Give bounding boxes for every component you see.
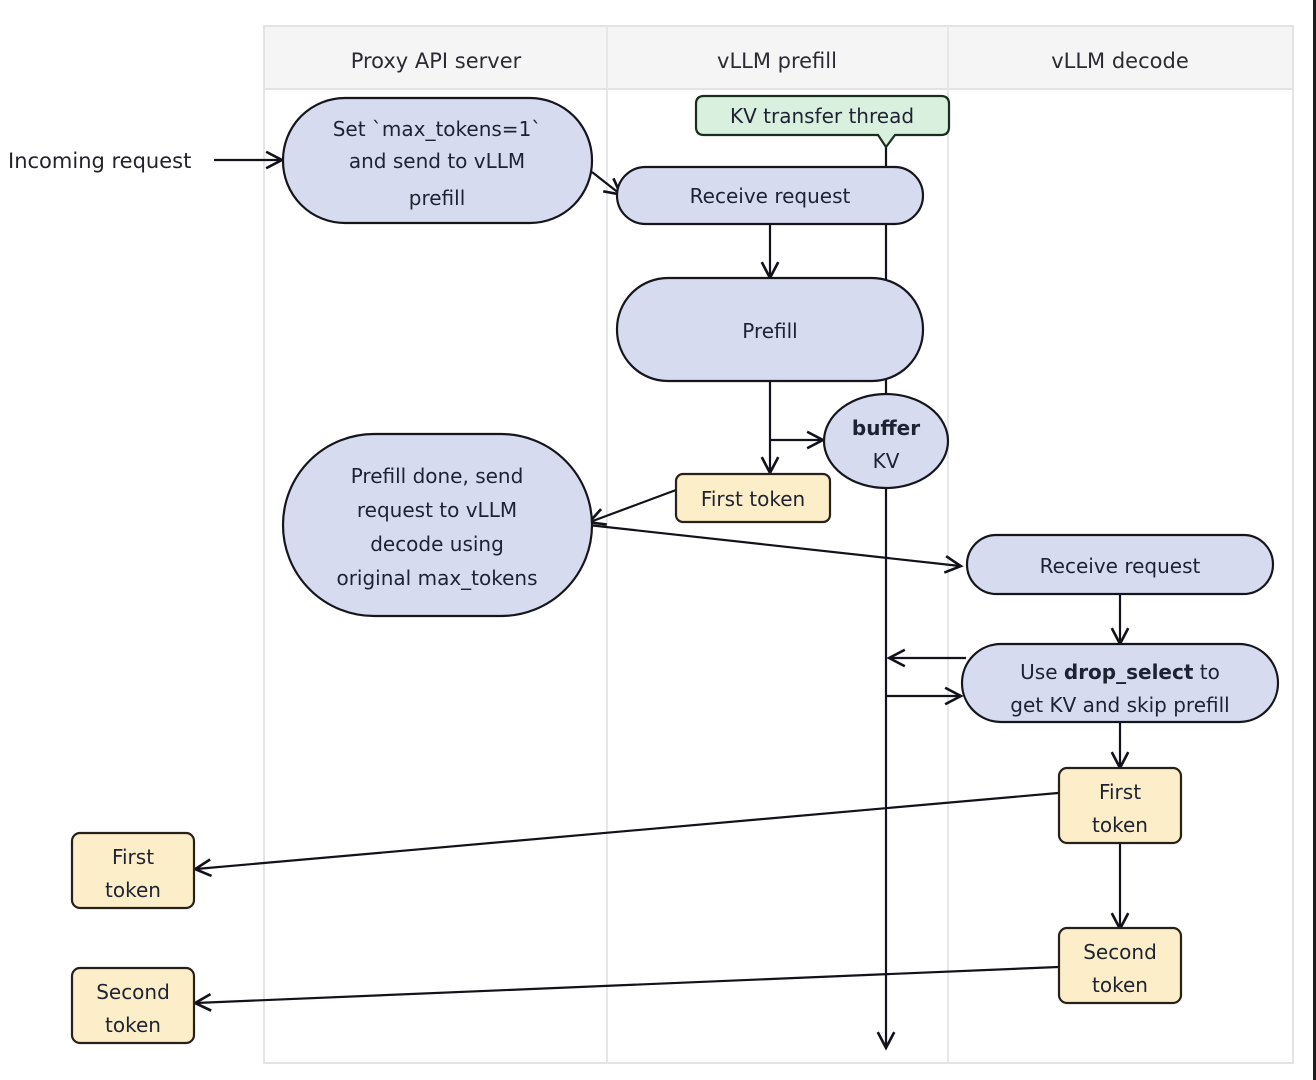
rich-seg: Use [1020,660,1064,684]
node-line: get KV and skip prefill [1010,693,1229,717]
rich-seg: to [1193,660,1219,684]
node-shape-stadium [615,276,925,383]
node-prefill-first-token[interactable]: First token [674,472,832,524]
node-shape-rect [70,966,196,1045]
node-line: decode using [370,532,504,556]
node-line: token [105,1013,161,1037]
node-shape-ellipse [822,392,950,490]
lane-header-decode: vLLM decode [1051,49,1189,73]
node-line: request to vLLM [357,498,517,522]
node-shape-rect [1057,766,1183,845]
node-line: First [1099,780,1141,804]
lane-title-proxy: Proxy API server [351,49,522,73]
node-out-second-token[interactable]: Second token [70,966,196,1045]
node-line: First [112,845,154,869]
node-line: original max_tokens [336,566,537,590]
node-shape-stadium [281,432,594,618]
node-line: token [1092,973,1148,997]
node-shape-rect [1057,926,1183,1005]
node-line: token [105,878,161,902]
edge-decode-second-token-to-output [196,965,1059,1003]
node-line: Prefill done, send [351,464,524,488]
node-line: Receive request [690,184,851,208]
node-prefill-receive-request[interactable]: Receive request [615,165,925,226]
node-shape-note [694,94,951,149]
node-line: First token [701,487,805,511]
node-prefill-prefill[interactable]: Prefill [615,276,925,383]
incoming-request-label: Incoming request [8,149,191,173]
lane-title-prefill: vLLM prefill [717,49,837,73]
edge-decode-first-token-to-output [196,791,1059,869]
node-shape-stadium [965,533,1275,596]
node-line: token [1092,813,1148,837]
node-line: prefill [409,186,466,210]
edge-prefill-first-token-to-proxy-done [590,488,677,522]
node-decode-drop-select[interactable]: Use drop_select to get KV and skip prefi… [960,642,1280,724]
node-shape-stadium [281,96,594,225]
node-decode-second-token[interactable]: Second token [1057,926,1183,1005]
node-buffer-kv[interactable]: buffer KV [822,392,950,490]
node-shape-rect [674,472,832,524]
node-line: KV [873,449,900,473]
node-line: Second [96,980,170,1004]
node-proxy-set-max-tokens[interactable]: Set `max_tokens=1` and send to vLLM pref… [281,96,594,225]
node-shape-rect [70,831,196,910]
node-line: Set `max_tokens=1` [333,117,542,141]
node-line: KV transfer thread [730,104,914,128]
lane-title-decode: vLLM decode [1051,49,1189,73]
node-shape-stadium [960,642,1280,724]
node-decode-receive-request[interactable]: Receive request [965,533,1275,596]
node-rich-line: Use drop_select to [1020,660,1220,684]
lane-header-prefill: vLLM prefill [717,49,837,73]
node-out-first-token[interactable]: First token [70,831,196,910]
node-decode-first-token[interactable]: First token [1057,766,1183,845]
node-line: Receive request [1040,554,1201,578]
node-kv-transfer-thread[interactable]: KV transfer thread [694,94,951,149]
node-proxy-prefill-done[interactable]: Prefill done, send request to vLLM decod… [281,432,594,618]
node-shape-stadium [615,165,925,226]
node-line: Second [1083,940,1157,964]
rich-seg: drop_select [1064,660,1194,684]
edge-proxy-done-to-decode-receive [587,523,960,566]
lane-header-proxy: Proxy API server [351,49,522,73]
edge-proxy-set-to-prefill-receive [591,171,620,194]
node-line: Prefill [742,319,798,343]
node-line: and send to vLLM [349,149,525,173]
swimlane-frame [263,25,1294,1064]
node-line: buffer [852,416,920,440]
